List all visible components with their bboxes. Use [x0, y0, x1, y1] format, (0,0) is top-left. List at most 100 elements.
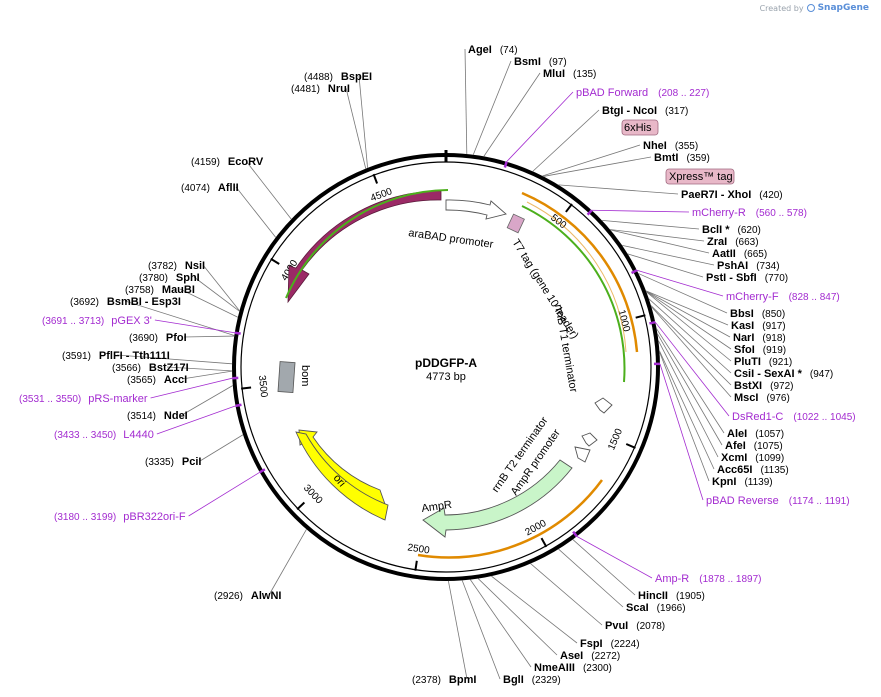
enzyme-site[interactable]: (2926)AlwNI	[214, 590, 281, 602]
t7-tag-box[interactable]	[506, 213, 525, 234]
plasmid-size: 4773 bp	[426, 371, 466, 383]
enzyme-site[interactable]: MluI(135)	[543, 68, 596, 80]
primer-site[interactable]: pBAD Reverse(1174 .. 1191)	[706, 495, 850, 507]
enzyme-leader-line	[199, 434, 244, 462]
enzyme-leader-line	[166, 366, 233, 372]
enzyme-site[interactable]: NmeAIII(2300)	[534, 662, 612, 674]
primer-name: pBR322ori-F	[123, 511, 186, 523]
enzyme-position: (2272)	[591, 651, 620, 662]
enzyme-site[interactable]: PvuI(2078)	[605, 620, 665, 632]
enzyme-leader-line	[181, 385, 234, 416]
enzyme-site[interactable]: Acc65I(1135)	[717, 464, 789, 476]
enzyme-site[interactable]: HincII(1905)	[638, 590, 705, 602]
enzyme-site[interactable]: BglI(2329)	[503, 674, 561, 686]
enzyme-leader-line	[202, 264, 240, 311]
enzyme-site[interactable]: (2378)BpmI	[412, 674, 476, 686]
enzyme-name: BspEI	[341, 71, 372, 83]
enzyme-site[interactable]: PstI - SbfI(770)	[706, 272, 788, 284]
primer-site[interactable]: mCherry-F(828 .. 847)	[726, 291, 840, 303]
primer-site[interactable]: pBAD Forward(208 .. 227)	[576, 87, 709, 99]
enzyme-position: (135)	[573, 69, 596, 80]
enzyme-site[interactable]: NheI(355)	[643, 140, 698, 152]
enzyme-name: CsiI - SexAI *	[734, 368, 803, 380]
enzyme-site[interactable]: BbsI(850)	[730, 308, 785, 320]
enzyme-site[interactable]: (3782)NsiI	[148, 260, 205, 272]
enzyme-site[interactable]: (3690)PfoI	[129, 332, 187, 344]
enzyme-position: (2078)	[636, 621, 665, 632]
primer-site[interactable]: (3180 .. 3199)pBR322ori-F	[54, 511, 186, 523]
enzyme-site[interactable]: PluTI(921)	[734, 356, 792, 368]
enzyme-leader-line	[183, 335, 235, 338]
enzyme-site[interactable]: ZraI(663)	[707, 236, 759, 248]
enzyme-site[interactable]: XcmI(1099)	[721, 452, 784, 464]
enzyme-site[interactable]: (4488)BspEI	[304, 71, 372, 83]
arac-arrow[interactable]	[287, 190, 442, 304]
enzyme-site[interactable]: AleI(1057)	[727, 428, 784, 440]
enzyme-site[interactable]: KasI(917)	[731, 320, 786, 332]
enzyme-site[interactable]: AfeI(1075)	[725, 440, 783, 452]
bom-box[interactable]	[277, 361, 296, 393]
primer-leader-line	[506, 91, 574, 163]
enzyme-site[interactable]: ScaI(1966)	[626, 602, 686, 614]
enzyme-site[interactable]: AatII(665)	[712, 248, 767, 260]
enzyme-site[interactable]: AgeI (74)	[468, 44, 518, 56]
enzyme-site[interactable]: (3566)BstZ17I	[112, 362, 189, 374]
primer-site[interactable]: DsRed1-C(1022 .. 1045)	[732, 411, 856, 423]
enzyme-leader-line	[646, 291, 732, 362]
enzyme-site[interactable]: MscI(976)	[734, 392, 790, 404]
enzyme-site[interactable]: BsmI(97)	[514, 56, 567, 68]
primer-leader-line	[150, 377, 233, 399]
enzyme-site[interactable]: BclI *(620)	[702, 224, 761, 236]
enzyme-site[interactable]: CsiI - SexAI *(947)	[734, 368, 833, 380]
tick-label: 2500	[407, 542, 431, 556]
enzyme-site[interactable]: (3692)BsmBI - Esp3I	[70, 296, 181, 308]
enzyme-site[interactable]: SfoI(919)	[734, 344, 786, 356]
enzyme-site[interactable]: (3514)NdeI	[127, 410, 188, 422]
ampr-arrow[interactable]	[422, 459, 573, 538]
enzyme-position: (921)	[769, 357, 792, 368]
enzyme-site[interactable]: PshAI(734)	[717, 260, 780, 272]
primer-site[interactable]: Amp-R(1878 .. 1897)	[655, 573, 762, 585]
primer-site[interactable]: mCherry-R(560 .. 578)	[692, 207, 807, 219]
enzyme-site[interactable]: AseI(2272)	[560, 650, 620, 662]
enzyme-site[interactable]: (3591)PflFI - Tth111I	[62, 350, 170, 362]
primer-leader-line	[654, 321, 730, 417]
enzyme-site[interactable]: (3565)AccI	[127, 374, 187, 386]
enzyme-name: AgeI	[468, 44, 492, 56]
enzyme-site[interactable]: NarI(918)	[733, 332, 786, 344]
primer-site[interactable]: (3531 .. 3550)pRS-marker	[19, 393, 148, 405]
enzyme-site[interactable]: (4074)AflII	[181, 182, 239, 194]
tick-mark	[270, 257, 280, 265]
enzyme-leader-line	[659, 350, 715, 470]
enzyme-position: (3780)	[139, 273, 168, 284]
enzyme-leader-line	[477, 578, 558, 656]
enzyme-leader-line	[469, 579, 532, 668]
enzyme-site[interactable]: FspI(2224)	[580, 638, 640, 650]
enzyme-site[interactable]: (4159)EcoRV	[191, 156, 264, 168]
6xhis-tag-box[interactable]	[621, 119, 659, 136]
enzyme-site[interactable]: BtgI - NcoI(317)	[602, 105, 688, 117]
enzyme-site[interactable]: (3335)PciI	[145, 456, 201, 468]
arabad-promoter-arrow[interactable]	[445, 199, 507, 220]
enzyme-leader-line	[558, 548, 624, 608]
primer-site[interactable]: (3433 .. 3450)L4440	[54, 429, 154, 441]
enzyme-site[interactable]: PaeR7I - XhoI(420)	[681, 189, 783, 201]
xpress-tag-box[interactable]	[665, 168, 735, 185]
enzyme-position: (74)	[500, 45, 518, 56]
enzyme-site[interactable]: KpnI(1139)	[712, 476, 773, 488]
primer-mark	[586, 209, 593, 216]
primer-site[interactable]: (3691 .. 3713)pGEX 3'	[42, 315, 152, 327]
enzyme-site[interactable]: (4481)NruI	[291, 83, 350, 95]
enzyme-position: (972)	[770, 381, 793, 392]
enzyme-leader-line	[483, 72, 541, 157]
enzyme-site[interactable]: (3758)MauBI	[125, 284, 195, 296]
snapgene-credit: Created by SnapGene	[760, 3, 869, 13]
ampr-halo-orange	[417, 479, 604, 559]
enzyme-leader-line	[542, 144, 641, 177]
enzyme-name: PflFI - Tth111I	[99, 350, 170, 362]
enzyme-leader-line	[645, 290, 731, 338]
enzyme-site[interactable]: BmtI(359)	[654, 152, 710, 164]
enzyme-leader-line	[621, 244, 715, 266]
enzyme-site[interactable]: BstXI(972)	[734, 380, 793, 392]
enzyme-site[interactable]: (3780)SphI	[139, 272, 200, 284]
